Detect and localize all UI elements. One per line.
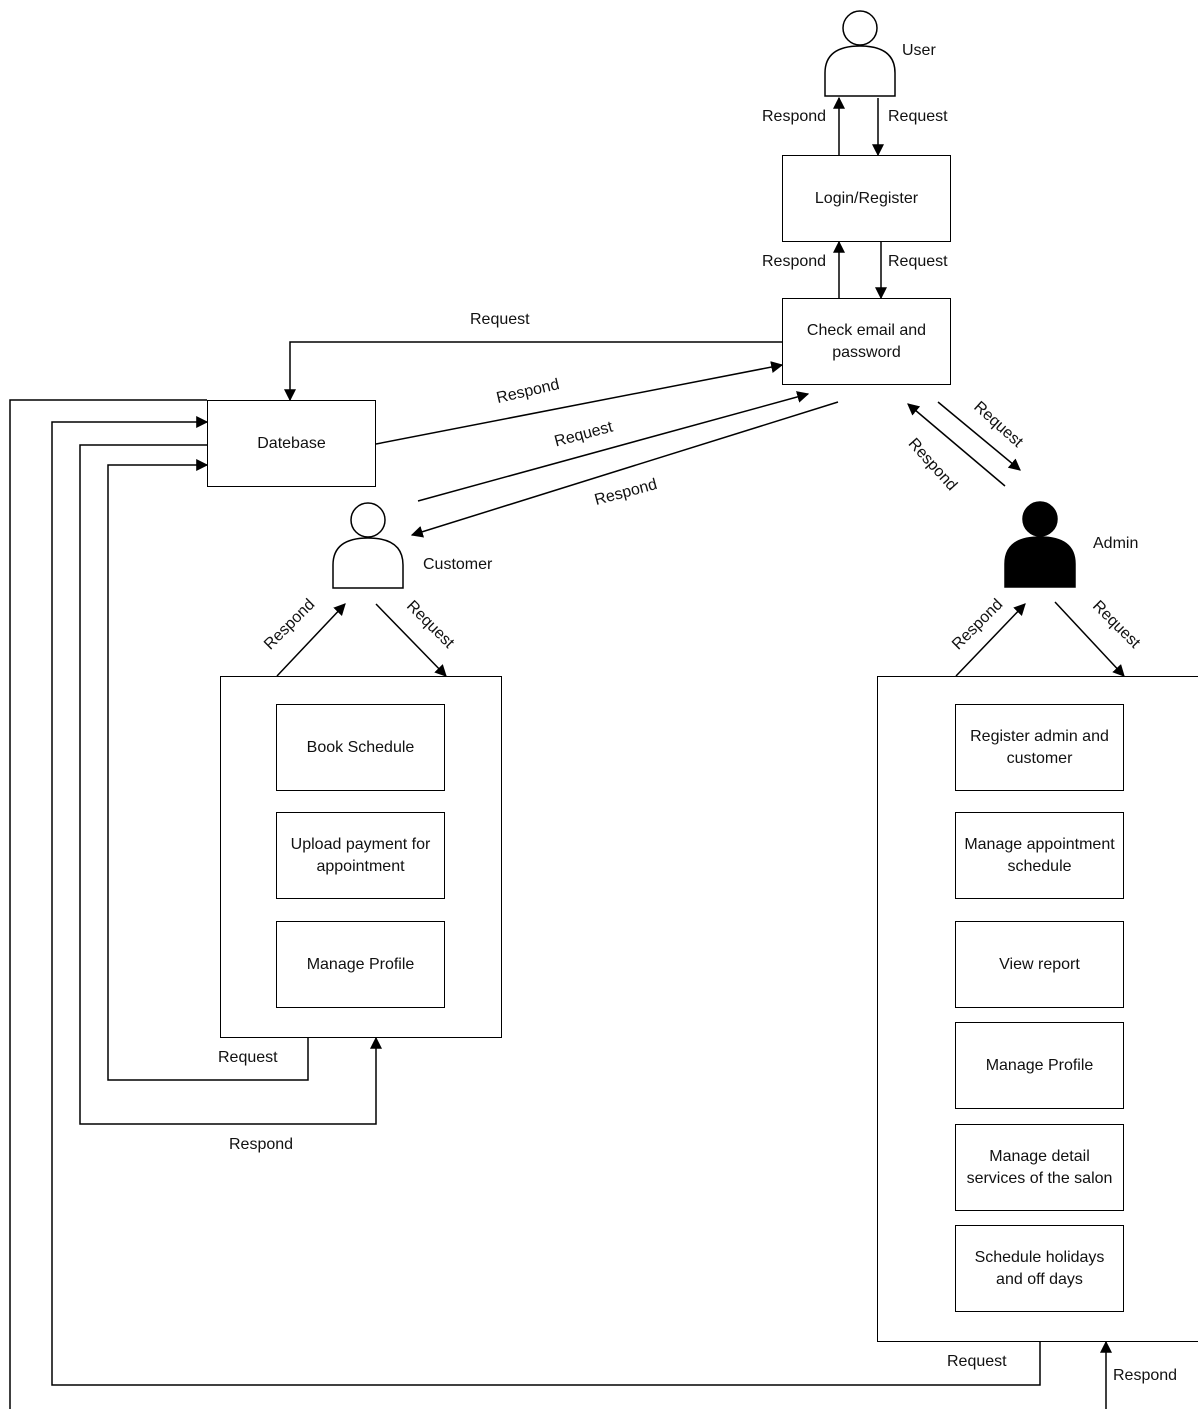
user-actor-icon [824,10,896,97]
arrow-customer-to-panel [375,603,447,677]
database-box: Datebase [207,400,376,487]
arrow-customer-to-check [417,391,810,502]
admin-functions-panel [877,676,1198,1342]
flow-label-request: Request [888,108,948,125]
admin-function-view-report: View report [955,921,1124,1008]
customer-function-book-schedule: Book Schedule [276,704,445,791]
customer-label: Customer [423,556,493,573]
arrow-customer-panel-to-database [107,459,309,1081]
check-email-password-box: Check email and password [782,298,951,385]
flow-label-respond: Respond [1113,1367,1178,1384]
arrow-check-to-customer [410,401,839,538]
arrow-admin-panel-to-database [51,416,1041,1386]
customer-functions-panel [220,676,502,1038]
flow-label-request: Request [218,1049,278,1066]
admin-function-register: Register admin and customer [955,704,1124,791]
arrow-panel-to-admin [955,603,1026,677]
arrow-admin-to-check [907,403,1006,487]
flow-label-respond: Respond [762,253,827,270]
arrow-database-to-customer-panel [79,444,382,1125]
flow-label-respond: Respond [229,1136,294,1153]
arrow-check-to-admin [937,401,1021,471]
user-label: User [902,42,936,59]
arrow-admin-to-panel [1054,601,1125,677]
flow-label-request: Request [470,311,530,328]
arrow-database-to-check [375,361,784,445]
admin-function-schedule-holidays: Schedule holidays and off days [955,1225,1124,1312]
customer-function-manage-profile: Manage Profile [276,921,445,1008]
flow-label-request: Request [888,253,948,270]
admin-function-manage-profile: Manage Profile [955,1022,1124,1109]
arrow-check-to-database [284,341,782,402]
admin-function-manage-services: Manage detail services of the salon [955,1124,1124,1211]
flow-label-respond: Respond [762,108,827,125]
admin-function-manage-appointment: Manage appointment schedule [955,812,1124,899]
arrow-database-to-admin-panel [9,399,207,1409]
arrow-panel-to-customer [276,603,346,677]
flow-label-request: Request [947,1353,1007,1370]
customer-function-upload-payment: Upload payment for appointment [276,812,445,899]
login-register-box: Login/Register [782,155,951,242]
admin-label: Admin [1093,535,1139,552]
customer-actor-icon [332,502,404,589]
admin-actor-icon [1004,501,1076,588]
